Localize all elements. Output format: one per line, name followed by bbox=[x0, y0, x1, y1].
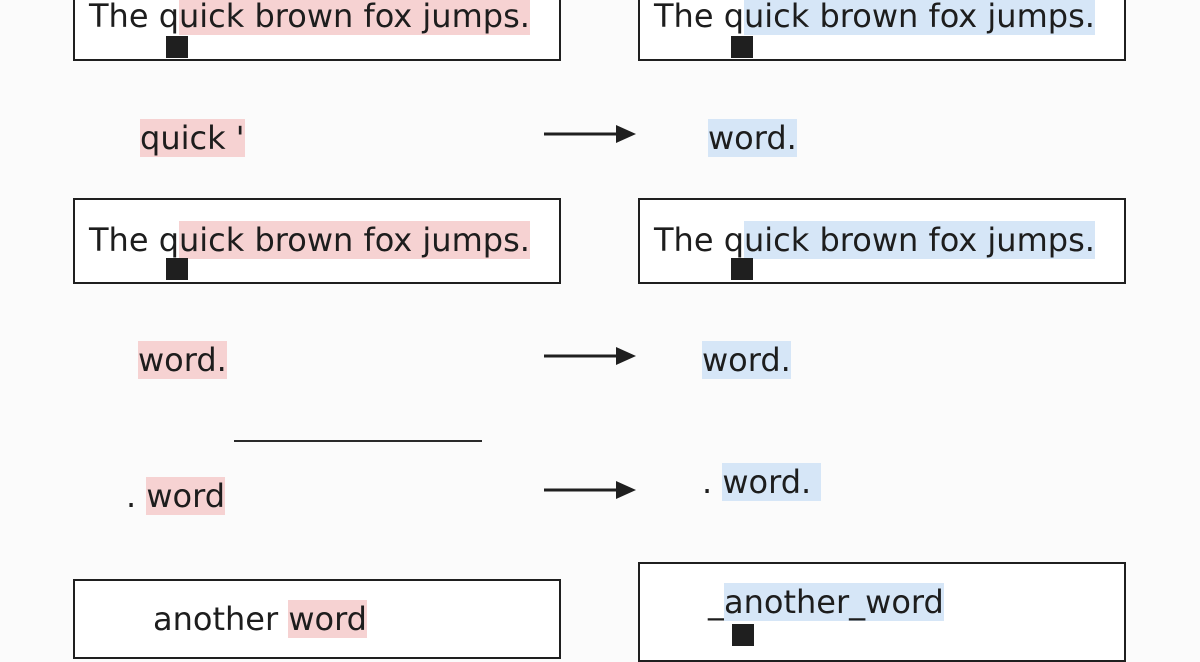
left-text-box-1[interactable]: The quick brown fox jumps. bbox=[73, 0, 561, 61]
right-text-box-2-line: The quick brown fox jumps. bbox=[654, 220, 1095, 260]
highlighted-text: word. bbox=[722, 463, 822, 501]
highlighted-text: uick brown fox jumps. bbox=[744, 0, 1095, 35]
right-text-box-2[interactable]: The quick brown fox jumps. bbox=[638, 198, 1126, 284]
text-cursor-icon bbox=[166, 258, 188, 280]
plain-text: . bbox=[702, 463, 723, 501]
left-text-box-2-line: The quick brown fox jumps. bbox=[89, 220, 530, 260]
arrow-right-icon bbox=[544, 347, 636, 365]
left-text-box-1-line: The quick brown fox jumps. bbox=[89, 0, 530, 36]
left-text-box-3[interactable]: another word bbox=[73, 579, 561, 659]
right-text-box-1[interactable]: The quick brown fox jumps. bbox=[638, 0, 1126, 61]
highlighted-text: word. bbox=[138, 341, 227, 379]
left-text-box-3-line: another word bbox=[153, 599, 367, 639]
highlighted-text: word bbox=[288, 600, 367, 638]
right-label-4: word. bbox=[700, 340, 793, 380]
right-text-box-3-line: _another_word bbox=[708, 582, 944, 622]
highlighted-text: uick brown fox jumps. bbox=[179, 221, 530, 259]
arrow-right-icon bbox=[544, 125, 636, 143]
plain-text: The q bbox=[654, 221, 744, 259]
highlighted-text: quick ' bbox=[140, 119, 245, 157]
plain-text: _ bbox=[708, 583, 724, 621]
plain-text: another bbox=[153, 600, 289, 638]
text-cursor-icon bbox=[731, 258, 753, 280]
text-cursor-icon bbox=[732, 624, 754, 646]
highlighted-text: word bbox=[146, 477, 225, 515]
right-text-box-1-line: The quick brown fox jumps. bbox=[654, 0, 1095, 36]
left-label-4: word. bbox=[136, 340, 229, 380]
highlighted-text: uick brown fox jumps. bbox=[179, 0, 530, 35]
text-cursor-icon bbox=[731, 36, 753, 58]
plain-text: The q bbox=[89, 0, 179, 35]
left-label-2: quick ' bbox=[138, 118, 247, 158]
plain-text: . bbox=[126, 477, 147, 515]
left-label-5: . word bbox=[124, 476, 227, 516]
highlighted-text: uick brown fox jumps. bbox=[744, 221, 1095, 259]
arrow-right-icon bbox=[544, 481, 636, 499]
text-cursor-icon bbox=[166, 36, 188, 58]
plain-text: The q bbox=[89, 221, 179, 259]
right-text-box-3[interactable]: _another_word bbox=[638, 562, 1126, 662]
right-label-2: word. bbox=[706, 118, 799, 158]
highlighted-text: another_word bbox=[724, 583, 944, 621]
highlighted-text: word. bbox=[708, 119, 797, 157]
right-label-5: . word. bbox=[700, 462, 823, 502]
highlighted-text: word. bbox=[702, 341, 791, 379]
divider bbox=[234, 440, 482, 442]
left-text-box-2[interactable]: The quick brown fox jumps. bbox=[73, 198, 561, 284]
plain-text: The q bbox=[654, 0, 744, 35]
